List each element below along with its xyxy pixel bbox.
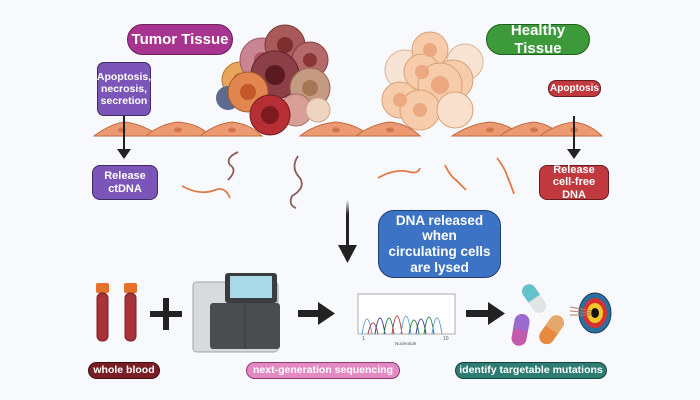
tumor-cells-illustration <box>216 24 331 136</box>
chromatogram-xlabel: Nucleotide <box>395 341 417 346</box>
target-bullseye-icon <box>569 292 612 334</box>
arrow-to-release-ctdna <box>117 116 131 159</box>
dna-fragments <box>181 151 515 209</box>
arrow-down-to-sequencing <box>338 200 357 263</box>
whole-blood-label: whole blood <box>88 362 160 379</box>
healthy-tissue-label: Healthy Tissue <box>486 22 590 57</box>
blood-tubes-icon <box>96 283 137 342</box>
plus-icon <box>150 298 182 330</box>
arrow-to-drugs <box>466 302 505 325</box>
ngs-label: next-generation sequencing <box>246 362 400 379</box>
release-cfdna-box: Release cell-free DNA <box>539 164 609 201</box>
endothelial-cell-layer <box>92 121 604 137</box>
chromatogram-xtick-start: 1 <box>362 336 365 342</box>
healthy-apoptosis-label: Apoptosis <box>548 80 601 97</box>
arrow-to-chromatogram <box>298 302 335 325</box>
tumor-mechanism-box: Apoptosis, necrosis, secretion <box>97 62 151 116</box>
release-ctdna-box: Release ctDNA <box>92 165 158 200</box>
identify-mutations-label: identify targetable mutations <box>455 362 607 379</box>
dna-released-box: DNA released when circulating cells are … <box>378 210 501 278</box>
healthy-cells-illustration <box>381 31 484 131</box>
sequencer-machine-icon <box>192 273 280 353</box>
chromatogram-xtick-end: 10 <box>443 336 449 342</box>
drug-capsules-icon <box>511 284 564 346</box>
chromatogram-plot <box>357 293 456 335</box>
arrow-to-release-cfdna <box>567 116 581 159</box>
tumor-tissue-label: Tumor Tissue <box>127 24 233 55</box>
